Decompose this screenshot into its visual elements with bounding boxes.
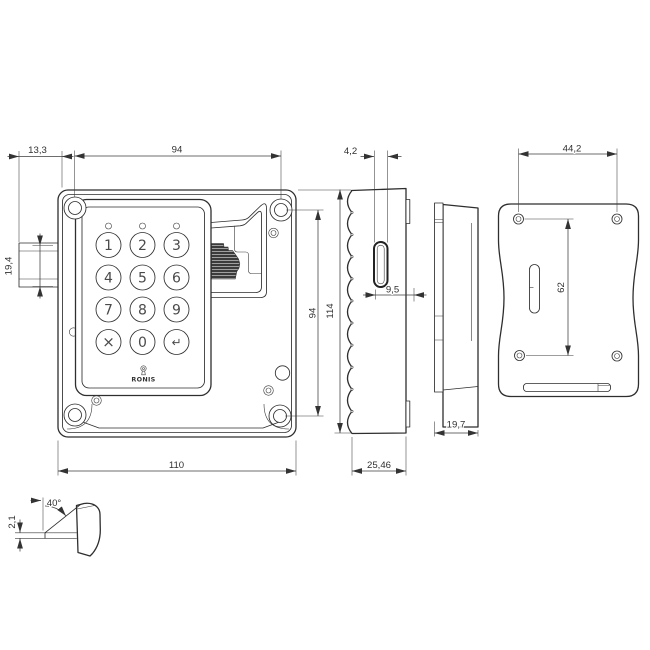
keypad-keys: 1 2 3 4 5 6 7 8 9 × 0 ↵ (95, 232, 190, 355)
key-1-button: 1 (95, 232, 122, 258)
front-view-dimensions: 13,3 94 19,4 94 114 110 (2, 143, 352, 476)
brand-text: RONIS (131, 376, 155, 384)
plate-profile-flange (434, 202, 444, 393)
mounting-holes (63, 196, 293, 430)
brand-logo: RONIS (131, 365, 155, 384)
key-5-label: 5 (138, 271, 147, 287)
key-enter-label: ↵ (171, 336, 181, 350)
lock-body-inner-outline (62, 194, 292, 433)
key-2-label: 2 (138, 238, 147, 254)
dim-slot-to-face: 9,5 (386, 285, 399, 296)
small-hole (274, 365, 291, 381)
bottom-step-line (83, 422, 279, 429)
dim-body-width: 110 (169, 460, 184, 471)
keypad-face (81, 206, 205, 389)
key-icon (140, 365, 147, 372)
key-8-label: 8 (138, 303, 147, 319)
key-enter-button: ↵ (163, 329, 190, 355)
key-7-label: 7 (104, 303, 113, 319)
dim-latch-tip-thickness: 2,1 (7, 515, 18, 528)
key-cancel-label: × (102, 333, 115, 351)
dim-body-depth: 25,46 (367, 460, 391, 471)
plate-vertical-slot (529, 264, 540, 314)
latch-detail-view: 40° 2,1 (6, 497, 101, 557)
key-9-button: 9 (163, 296, 190, 323)
side-tab-top (405, 199, 411, 224)
key-6-button: 6 (163, 264, 190, 291)
backplate-side-view (434, 202, 479, 428)
plate-outline (497, 203, 640, 398)
dim-latch-chamfer-angle: 40° (47, 498, 62, 509)
side-view-dimensions: 4,2 9,5 25,46 19,7 (343, 145, 479, 476)
keypad-bezel (74, 198, 212, 397)
key-0-button: 0 (129, 329, 156, 355)
key-2-button: 2 (129, 232, 156, 258)
bolt-chamfer-line (44, 504, 81, 534)
key-3-label: 3 (172, 238, 181, 254)
led-indicators (105, 222, 180, 230)
dim-body-height: 114 (325, 303, 336, 319)
latch-mechanism-recess (210, 203, 267, 298)
key-icon-hole (142, 367, 145, 370)
key-cancel-button: × (95, 329, 122, 355)
backplate-view (497, 203, 640, 398)
dim-plate-hole-spacing-vertical: 62 (556, 282, 567, 293)
dim-plate-depth: 19,7 (447, 420, 466, 431)
key-icon-stem (141, 370, 146, 376)
key-8-button: 8 (129, 296, 156, 323)
side-profile-outline (346, 187, 407, 435)
plate-holes (513, 213, 623, 362)
side-view (346, 187, 411, 435)
key-3-button: 3 (163, 232, 190, 258)
plate-profile-outline (442, 203, 479, 428)
key-6-label: 6 (172, 271, 181, 287)
key-4-label: 4 (104, 271, 113, 287)
plate-bottom-slot (523, 383, 611, 392)
side-tab-bottom (405, 400, 411, 428)
latch-slot (373, 241, 389, 288)
dim-latch-height: 19,4 (4, 256, 15, 275)
angle-arc (44, 505, 67, 517)
key-4-button: 4 (95, 264, 122, 291)
latch-slot-inner (376, 244, 385, 285)
dim-hole-spacing-vertical: 94 (308, 307, 319, 318)
key-9-label: 9 (172, 303, 181, 319)
dim-slot-width: 4,2 (344, 146, 357, 157)
latch-cam-hatched (211, 243, 241, 280)
key-7-button: 7 (95, 296, 122, 323)
bolt-nose-outline (75, 502, 101, 557)
key-5-button: 5 (129, 264, 156, 291)
latch-bolt (18, 242, 59, 288)
screw-heads (91, 227, 291, 406)
dim-latch-protrusion: 13,3 (28, 145, 47, 156)
key-1-label: 1 (104, 238, 113, 254)
dim-plate-hole-spacing-horizontal: 44,2 (563, 144, 582, 155)
profile-cusp-marks (350, 211, 354, 413)
dim-hole-spacing-horizontal: 94 (172, 145, 183, 156)
backplate-dimensions: 44,2 62 (518, 142, 618, 356)
front-view: 1 2 3 4 5 6 7 8 9 × 0 ↵ RONIS (18, 189, 297, 438)
key-0-label: 0 (138, 335, 147, 351)
